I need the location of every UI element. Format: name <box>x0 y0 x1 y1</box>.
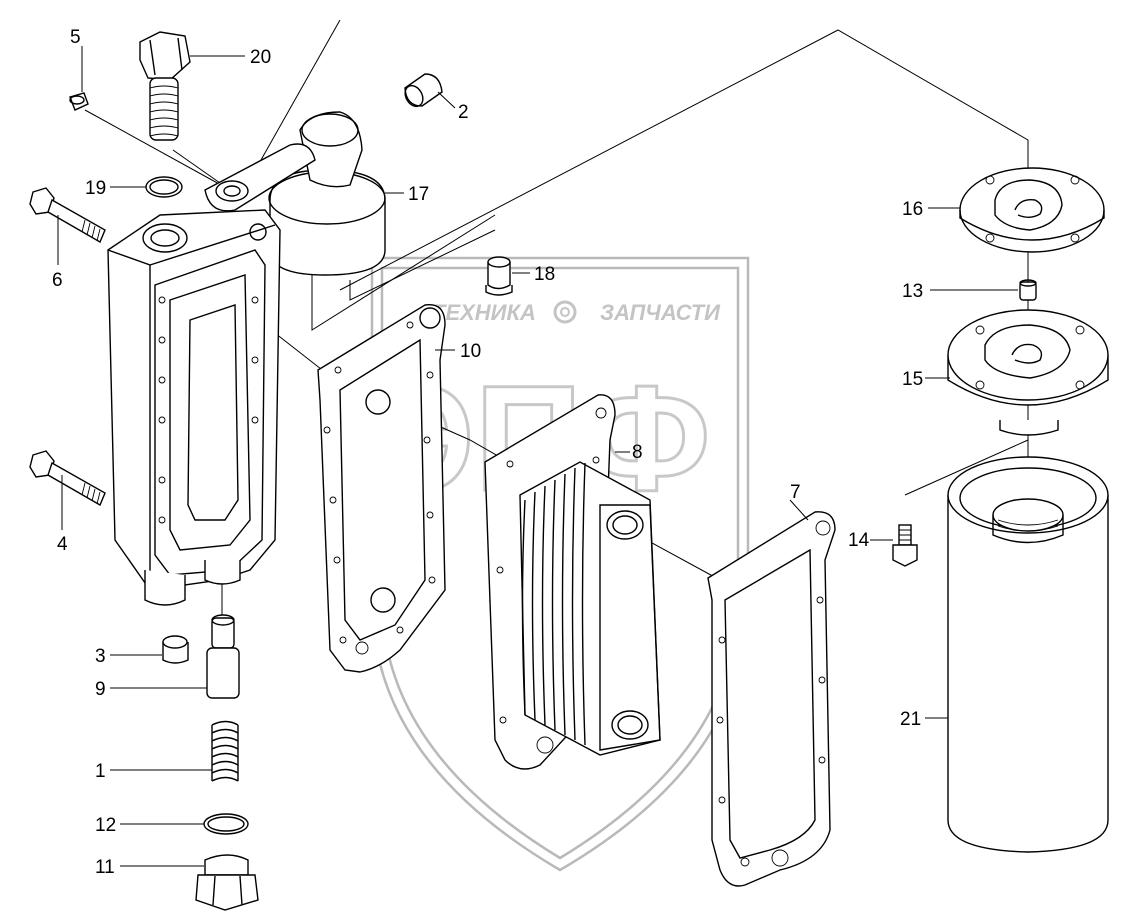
part-3-plug <box>162 635 189 664</box>
part-15-filter-head <box>947 309 1109 436</box>
part-12-oring <box>203 813 249 835</box>
callout-labels: 5 20 2 17 19 6 18 10 8 7 16 13 15 14 21 … <box>52 27 923 878</box>
part-10-gasket <box>317 303 446 673</box>
callout-8: 8 <box>632 442 643 463</box>
callout-11: 11 <box>95 857 115 878</box>
callout-19: 19 <box>85 178 106 199</box>
callout-14: 14 <box>848 530 870 551</box>
callout-16: 16 <box>902 199 923 220</box>
callout-15: 15 <box>902 369 923 390</box>
callout-4: 4 <box>57 534 68 555</box>
part-17-valve-housing <box>204 111 386 276</box>
callout-2: 2 <box>458 102 469 123</box>
part-7-gasket <box>707 511 836 887</box>
part-13-sleeve <box>1019 279 1037 301</box>
part-11-drain-plug <box>195 854 259 911</box>
part-18-fitting <box>485 256 513 296</box>
part-9-piston <box>206 614 240 699</box>
watermark-left-word: ТЕХНИКА <box>432 300 536 325</box>
part-5-plug <box>69 92 89 111</box>
part-16-filter-plate <box>959 167 1105 253</box>
part-20-bolt <box>139 31 191 141</box>
part-1-spring <box>211 720 239 782</box>
part-4-long-bolt <box>29 450 106 507</box>
oil-cooler-housing <box>107 209 281 606</box>
callout-7: 7 <box>790 482 801 503</box>
gear-icon <box>553 300 577 324</box>
part-14-screw <box>892 524 918 567</box>
callout-12: 12 <box>95 815 116 836</box>
callout-3: 3 <box>95 646 106 667</box>
callout-1: 1 <box>95 761 106 782</box>
callout-21: 21 <box>900 709 921 730</box>
callout-leaders <box>57 46 1018 867</box>
callout-9: 9 <box>95 679 106 700</box>
callout-13: 13 <box>902 281 923 302</box>
callout-20: 20 <box>250 47 271 68</box>
callout-5: 5 <box>70 27 81 48</box>
part-21-filter-cartridge <box>947 456 1109 853</box>
part-8-cooler-core <box>484 394 661 770</box>
part-2-cap <box>404 73 443 108</box>
callout-6: 6 <box>52 270 63 291</box>
callout-17: 17 <box>408 184 429 205</box>
callout-10: 10 <box>460 341 481 362</box>
part-19-oring <box>145 176 183 198</box>
callout-18: 18 <box>534 264 555 285</box>
part-6-long-bolt <box>29 187 106 244</box>
watermark-right-word: ЗАПЧАСТИ <box>600 300 721 325</box>
